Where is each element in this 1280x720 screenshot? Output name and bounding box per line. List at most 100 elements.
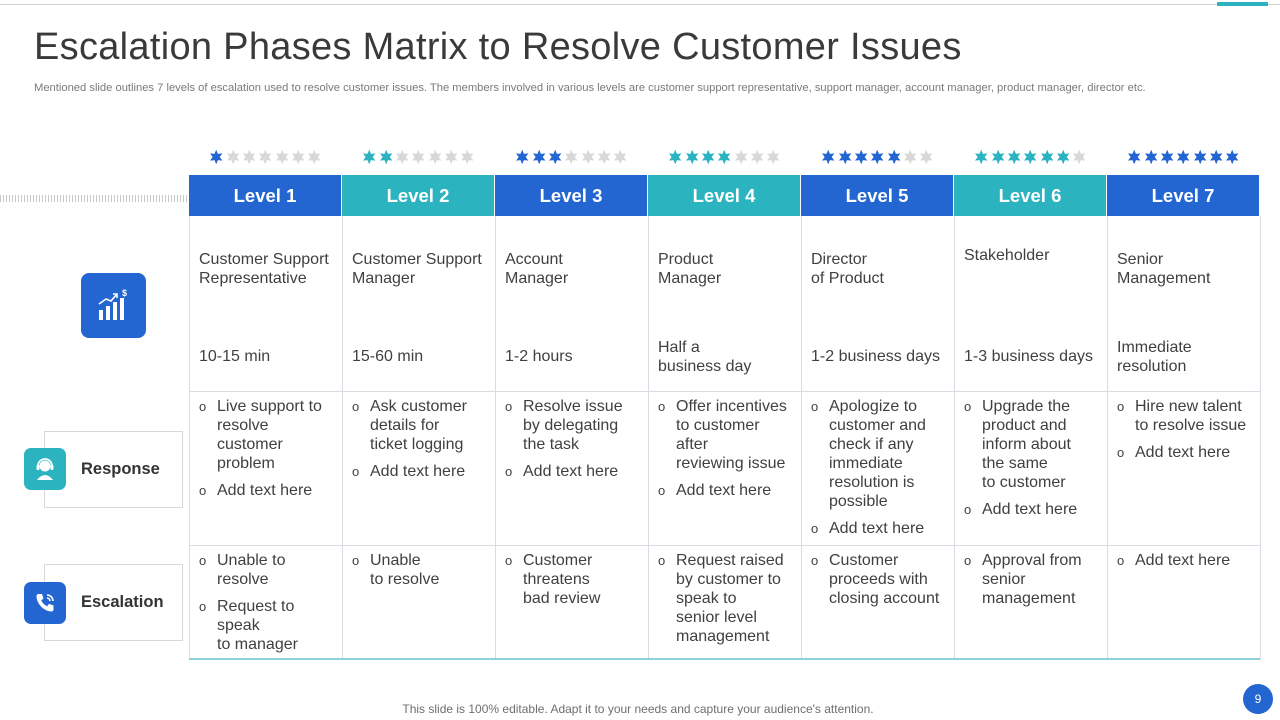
star-empty-icon (734, 149, 748, 165)
level-header: Level 5 (801, 175, 954, 216)
text-line: Add text here (370, 463, 466, 480)
text-line: to customer (982, 474, 1066, 491)
bullet-item: Add text here (964, 500, 1103, 519)
top-rule (0, 4, 1280, 5)
text-line: the same (982, 455, 1048, 472)
text-line: senior level (676, 609, 757, 626)
escalation-label: Escalation (81, 593, 164, 611)
bullet-item: Add text here (199, 481, 338, 500)
star-empty-icon (242, 149, 256, 165)
text-line: by delegating (523, 417, 619, 434)
star-empty-icon (445, 149, 458, 165)
star-empty-icon (275, 149, 289, 165)
star-empty-icon (565, 149, 578, 165)
text-line: Manager (505, 270, 569, 287)
bullet-item: Add text here (505, 462, 644, 481)
star-filled-icon (379, 149, 392, 165)
text-line: proceeds with (829, 571, 928, 588)
response-bullets: Live support toresolvecustomerproblemAdd… (199, 397, 338, 508)
star-filled-icon (685, 149, 698, 165)
response-bullets: Resolve issue by delegating the taskAdd te… (505, 397, 644, 489)
text-line: Upgrade the (982, 398, 1071, 415)
slide-title: Escalation Phases Matrix to Resolve Cust… (34, 26, 962, 68)
text-line: Customer Support (199, 251, 329, 268)
text-line: Approval from (982, 552, 1082, 569)
text-line: Request raised (676, 552, 784, 569)
text-line: speak (217, 617, 260, 634)
rating-stars (205, 149, 326, 167)
text-line: 1-2 hours (505, 348, 573, 365)
star-empty-icon (308, 149, 321, 165)
role-text: Stakeholder (964, 246, 1103, 265)
rating-stars (358, 149, 479, 167)
text-line: 10-15 min (199, 348, 271, 365)
bullet-item: Add text here (811, 519, 950, 538)
star-filled-icon (1177, 149, 1190, 165)
text-line: the task (523, 436, 580, 453)
star-empty-icon (598, 149, 611, 165)
text-line: Stakeholder (964, 247, 1050, 264)
decorative-dashes (0, 195, 188, 202)
text-line: Resolve issue (523, 398, 623, 415)
text-line: Immediate (1117, 339, 1192, 356)
text-line: check if any (829, 436, 914, 453)
chart-growth-icon: $ (81, 273, 146, 338)
text-line: Add text here (1135, 444, 1231, 461)
bullet-item: Unable to resolve (199, 551, 338, 589)
time-text: 1-2 business days (811, 347, 950, 366)
star-empty-icon (751, 149, 764, 165)
star-filled-icon (532, 149, 545, 165)
column-divider (954, 216, 955, 660)
column-divider (342, 216, 343, 660)
text-line: Unable to (217, 552, 286, 569)
star-empty-icon (412, 149, 425, 165)
text-line: Add text here (829, 520, 925, 537)
text-line: Add text here (982, 501, 1078, 518)
row-divider (189, 391, 1260, 392)
time-text: 10-15 min (199, 347, 338, 366)
star-empty-icon (920, 149, 933, 165)
text-line: to manager (217, 636, 298, 653)
star-filled-icon (718, 149, 731, 165)
star-filled-icon (991, 149, 1004, 165)
star-filled-icon (887, 149, 901, 165)
escalation-bullets: Add text here (1117, 551, 1256, 578)
text-line: ticket logging (370, 436, 464, 453)
text-line: Offer incentives (676, 398, 787, 415)
text-line: Hire new talent (1135, 398, 1242, 415)
text-line: resolve (217, 571, 269, 588)
text-line: Customer (829, 552, 899, 569)
text-line: Ask customer (370, 398, 467, 415)
rating-stars (970, 149, 1091, 167)
text-line: management (982, 590, 1076, 607)
star-filled-icon (516, 149, 529, 165)
svg-text:$: $ (122, 288, 127, 298)
star-filled-icon (1057, 149, 1070, 165)
text-line: Director (811, 251, 868, 268)
bullet-item: Add text here (1117, 443, 1256, 462)
text-line: resolution is (829, 474, 915, 491)
star-filled-icon (1193, 149, 1207, 165)
star-empty-icon (395, 149, 409, 165)
slide-subtitle: Mentioned slide outlines 7 levels of esc… (34, 82, 1146, 94)
level-header: Level 7 (1107, 175, 1260, 216)
text-line: Manager (658, 270, 722, 287)
text-line: Product (658, 251, 714, 268)
text-line: Unable (370, 552, 421, 569)
response-label: Response (81, 460, 160, 478)
star-filled-icon (838, 149, 851, 165)
rating-stars (817, 149, 938, 167)
footer-note: This slide is 100% editable. Adapt it to… (402, 702, 874, 716)
star-filled-icon (1007, 149, 1021, 165)
